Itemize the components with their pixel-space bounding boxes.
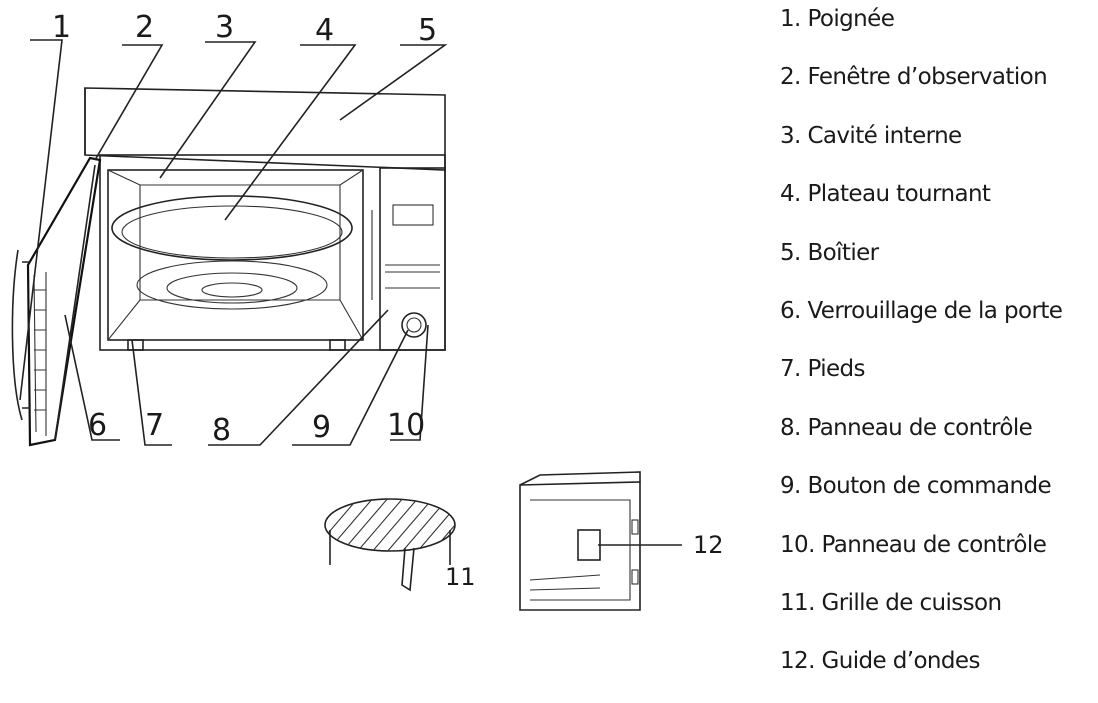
feet-drawing [127, 339, 346, 351]
legend-item-1: 1. Poignée [780, 6, 895, 32]
callout-6: 6 [88, 408, 107, 443]
door-handle-drawing [11, 249, 30, 421]
callout-2: 2 [135, 10, 154, 45]
legend-item-5: 5. Boîtier [780, 239, 879, 266]
cooking-rack-drawing [324, 498, 456, 592]
legend-item-3: 3. Cavité interne [780, 122, 962, 149]
control-panel-drawing [379, 167, 446, 351]
callout-9: 9 [312, 410, 331, 445]
leader-lines [19, 39, 682, 546]
callout-8: 8 [212, 413, 231, 448]
microwave-diagram: 1 2 3 4 5 6 7 8 9 10 11 12 [11, 10, 724, 611]
legend-item-2: 2. Fenêtre d’observation [780, 64, 1048, 91]
callout-3: 3 [215, 10, 234, 45]
callout-12: 12 [693, 531, 724, 559]
open-door-drawing [26, 156, 102, 447]
callout-7: 7 [145, 408, 164, 443]
legend-item-11: 11. Grille de cuisson [780, 589, 1002, 616]
turntable-drawing [111, 195, 353, 310]
callout-11: 11 [445, 563, 476, 591]
callout-5: 5 [418, 13, 437, 48]
callout-10: 10 [387, 408, 425, 443]
callout-numbers: 1 2 3 4 5 6 7 8 9 10 11 12 [52, 10, 724, 591]
legend-item-10: 10. Panneau de contrôle [780, 531, 1047, 558]
callout-4: 4 [315, 13, 334, 48]
microwave-body [84, 87, 446, 351]
parts-legend: 1. Poignée 2. Fenêtre d’observation 3. C… [780, 2, 1098, 703]
callout-1: 1 [52, 10, 71, 45]
legend-item-7: 7. Pieds [780, 356, 866, 383]
legend-item-4: 4. Plateau tournant [780, 181, 991, 208]
legend-item-6: 6. Verrouillage de la porte [780, 297, 1063, 324]
legend-item-8: 8. Panneau de contrôle [780, 414, 1033, 441]
legend-item-9: 9. Bouton de commande [780, 473, 1052, 500]
waveguide-drawing [519, 471, 641, 611]
legend-item-12: 12. Guide d’ondes [780, 648, 980, 675]
